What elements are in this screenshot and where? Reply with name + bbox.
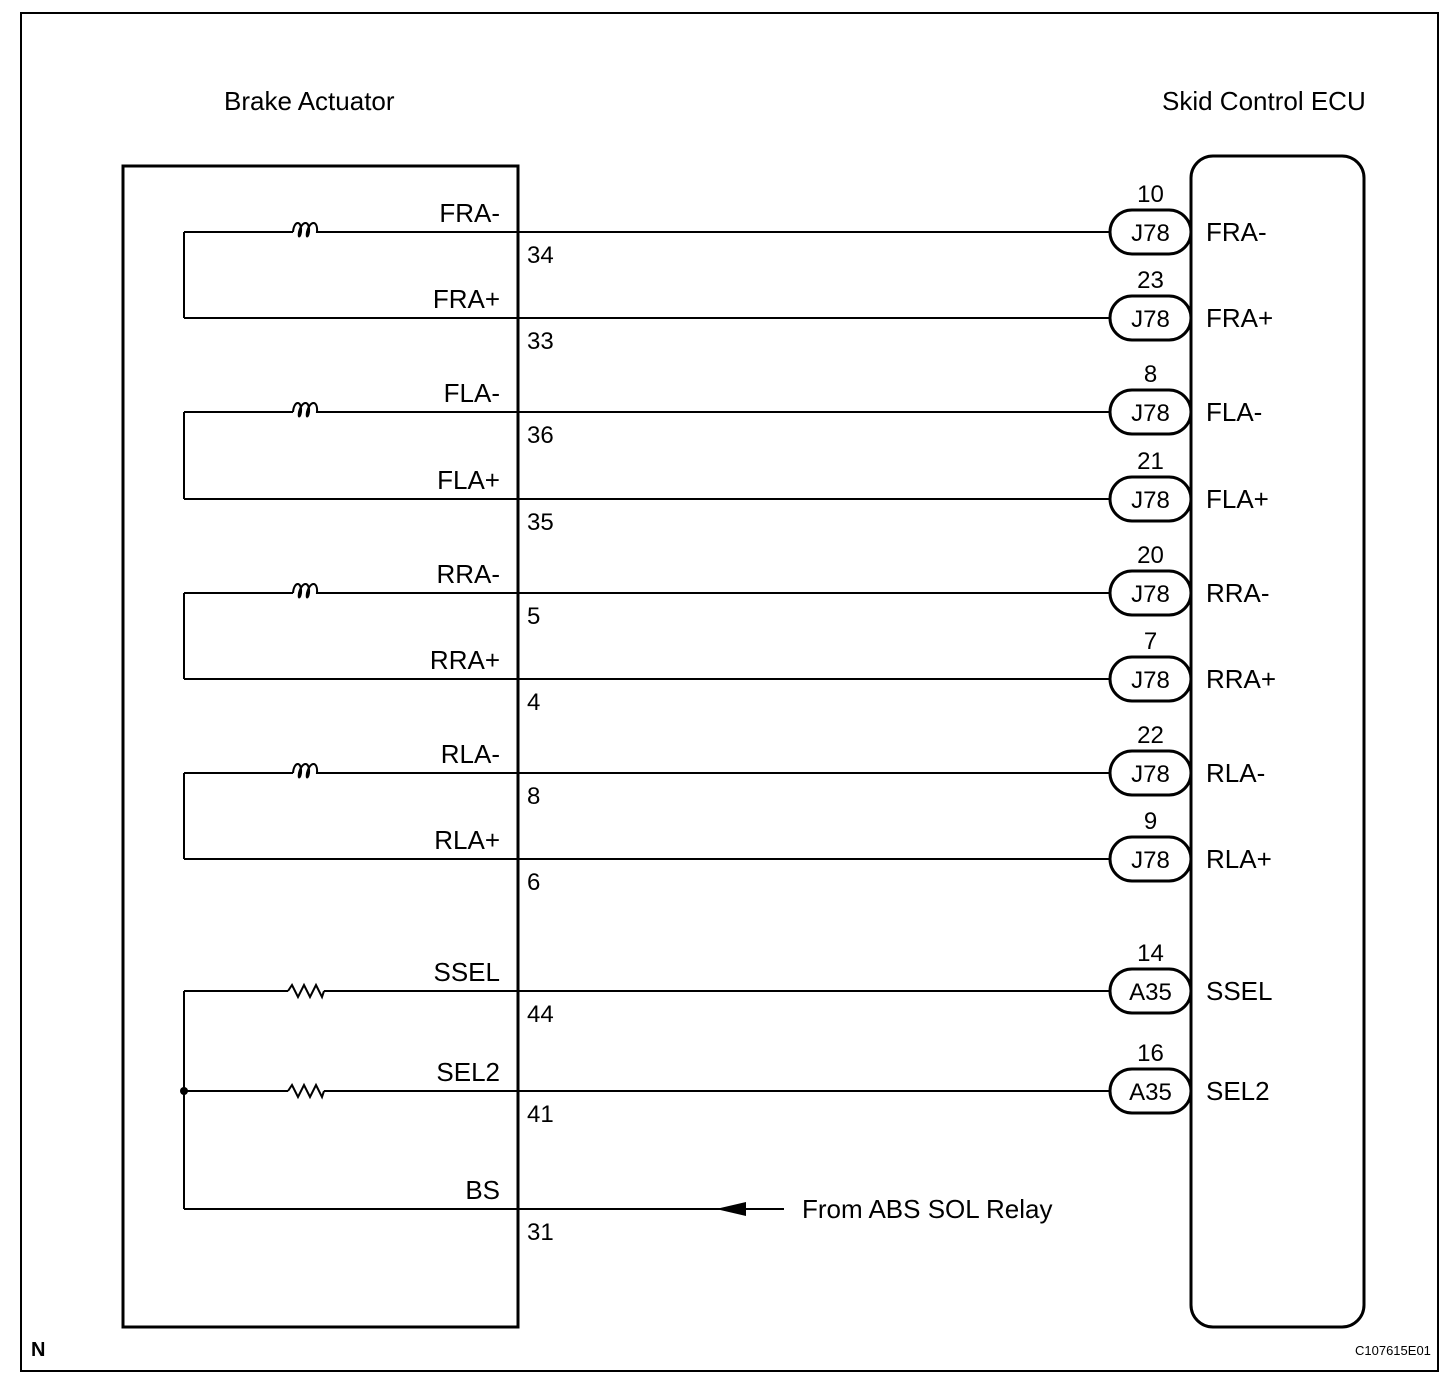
- connector-J78: [1108, 294, 1193, 342]
- actuator-pin-34: 34: [527, 242, 554, 269]
- ecu-terminal-RRA+: RRA+: [1206, 664, 1276, 694]
- outer-frame: [20, 12, 1439, 1372]
- ecu-pin-8: 8: [1144, 361, 1157, 388]
- signal-label-FRA-: FRA-: [439, 198, 500, 228]
- connector-J78: [1108, 749, 1193, 797]
- solenoid-coil-icon: [292, 222, 325, 238]
- connector-label: J78: [1131, 581, 1170, 608]
- connector-label: J78: [1131, 220, 1170, 247]
- connector-label: J78: [1131, 761, 1170, 788]
- connector-J78: [1108, 655, 1193, 703]
- ecu-terminal-RLA+: RLA+: [1206, 844, 1272, 874]
- signal-label-FRA+: FRA+: [433, 284, 500, 314]
- junction-dot: [180, 1087, 188, 1095]
- ecu-pin-20: 20: [1137, 542, 1164, 569]
- ecu-pin-14: 14: [1137, 940, 1164, 967]
- actuator-pin-33: 33: [527, 328, 554, 355]
- connector-label: J78: [1131, 667, 1170, 694]
- ecu-terminal-SSEL: SSEL: [1206, 976, 1273, 1006]
- ecu-pin-16: 16: [1137, 1040, 1164, 1067]
- connector-A35: [1108, 967, 1193, 1015]
- signal-label-RRA-: RRA-: [436, 559, 500, 589]
- ecu-pin-7: 7: [1144, 628, 1157, 655]
- ecu-terminal-FRA+: FRA+: [1206, 303, 1273, 333]
- connector-J78: [1108, 569, 1193, 617]
- ecu-terminal-SEL2: SEL2: [1206, 1076, 1270, 1106]
- solenoid-coil-icon: [292, 583, 325, 599]
- signal-label-RRA+: RRA+: [430, 645, 500, 675]
- signal-label-FLA-: FLA-: [444, 378, 500, 408]
- actuator-pin-41: 41: [527, 1101, 554, 1128]
- signal-label-RLA+: RLA+: [434, 825, 500, 855]
- signal-label-FLA+: FLA+: [437, 465, 500, 495]
- ecu-pin-23: 23: [1137, 267, 1164, 294]
- skid-control-ecu-box: [1189, 154, 1366, 1329]
- resistor-icon: [287, 1082, 325, 1100]
- resistor-icon: [287, 982, 325, 1000]
- connector-J78: [1108, 388, 1193, 436]
- signal-label-BS: BS: [465, 1175, 500, 1205]
- actuator-pin-36: 36: [527, 422, 554, 449]
- solenoid-coil-icon: [292, 402, 325, 418]
- ecu-terminal-FRA-: FRA-: [1206, 217, 1267, 247]
- actuator-pin-4: 4: [527, 689, 540, 716]
- figure-code: C107615E01: [1355, 1343, 1431, 1358]
- signal-label-RLA-: RLA-: [441, 739, 500, 769]
- connector-J78: [1108, 208, 1193, 256]
- arrow-left-icon: [716, 1202, 746, 1216]
- actuator-pin-35: 35: [527, 509, 554, 536]
- connector-label: J78: [1131, 847, 1170, 874]
- circuits-group: FRA-34J7810FRA-FRA+33J7823FRA+FLA-36J788…: [180, 181, 1276, 1246]
- actuator-pin-31: 31: [527, 1219, 554, 1246]
- ecu-pin-21: 21: [1137, 448, 1164, 475]
- bs-source-label: From ABS SOL Relay: [802, 1194, 1052, 1224]
- signal-label-SEL2: SEL2: [436, 1057, 500, 1087]
- connector-label: A35: [1129, 1079, 1172, 1106]
- ecu-terminal-RLA-: RLA-: [1206, 758, 1265, 788]
- actuator-pin-8: 8: [527, 783, 540, 810]
- ecu-terminal-RRA-: RRA-: [1206, 578, 1270, 608]
- actuator-title: Brake Actuator: [224, 86, 395, 116]
- ecu-terminal-FLA+: FLA+: [1206, 484, 1269, 514]
- actuator-pin-44: 44: [527, 1001, 554, 1028]
- signal-label-SSEL: SSEL: [434, 957, 501, 987]
- connector-J78: [1108, 835, 1193, 883]
- connector-label: A35: [1129, 979, 1172, 1006]
- connector-label: J78: [1131, 306, 1170, 333]
- actuator-pin-6: 6: [527, 869, 540, 896]
- connector-J78: [1108, 475, 1193, 523]
- brake-actuator-box: [121, 164, 520, 1329]
- connector-A35: [1108, 1067, 1193, 1115]
- connector-label: J78: [1131, 487, 1170, 514]
- connector-label: J78: [1131, 400, 1170, 427]
- actuator-pin-5: 5: [527, 603, 540, 630]
- ecu-title: Skid Control ECU: [1162, 86, 1366, 116]
- ecu-pin-9: 9: [1144, 808, 1157, 835]
- solenoid-coil-icon: [292, 763, 325, 779]
- ecu-pin-10: 10: [1137, 181, 1164, 208]
- ecu-pin-22: 22: [1137, 722, 1164, 749]
- ecu-terminal-FLA-: FLA-: [1206, 397, 1262, 427]
- corner-label: N: [31, 1339, 45, 1361]
